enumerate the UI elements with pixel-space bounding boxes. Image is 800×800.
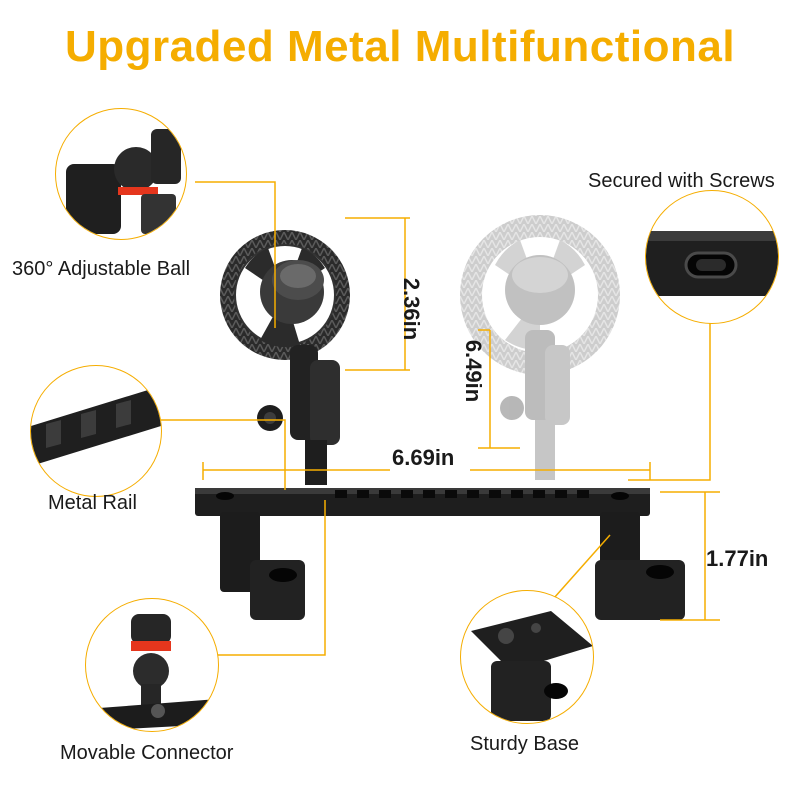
label-sturdy-base: Sturdy Base	[470, 733, 579, 755]
right-leg	[595, 512, 685, 620]
magnetic-ring-mount	[220, 230, 350, 485]
rail-slot	[555, 490, 567, 498]
left-leg	[220, 512, 305, 620]
detail-movable-connector	[85, 598, 219, 732]
detail-rail-section	[30, 365, 162, 497]
rail-slot	[533, 490, 545, 498]
rail-slot	[423, 490, 435, 498]
label-metal-rail: Metal Rail	[48, 492, 137, 514]
detail-ball-joint	[55, 108, 187, 240]
dim-mount-height: 6.49in	[461, 339, 487, 403]
screw-slot	[611, 492, 629, 500]
detail-sturdy-base	[460, 590, 594, 724]
dim-rail-length: 6.69in	[392, 445, 455, 470]
ghost-mount	[460, 215, 620, 480]
rail-slot	[335, 490, 347, 498]
rail-slot	[445, 490, 457, 498]
rail-slot	[577, 490, 589, 498]
label-adjustable-ball: 360° Adjustable Ball	[12, 258, 191, 280]
dimension-lines	[202, 217, 720, 621]
rail-slot	[511, 490, 523, 498]
screw-slot	[216, 492, 234, 500]
rail-slot	[379, 490, 391, 498]
rail-slot	[467, 490, 479, 498]
page-title: Upgraded Metal Multifunctional	[64, 22, 736, 71]
dim-ring-diameter: 2.36in	[399, 277, 425, 341]
label-movable-connector: Movable Connector	[60, 742, 234, 764]
detail-screw-slot	[645, 190, 779, 324]
rail-slot	[489, 490, 501, 498]
rail-slot	[357, 490, 369, 498]
dim-base-height: 1.77in	[706, 546, 769, 571]
rail-slot	[401, 490, 413, 498]
label-secured-screws: Secured with Screws	[588, 170, 775, 192]
